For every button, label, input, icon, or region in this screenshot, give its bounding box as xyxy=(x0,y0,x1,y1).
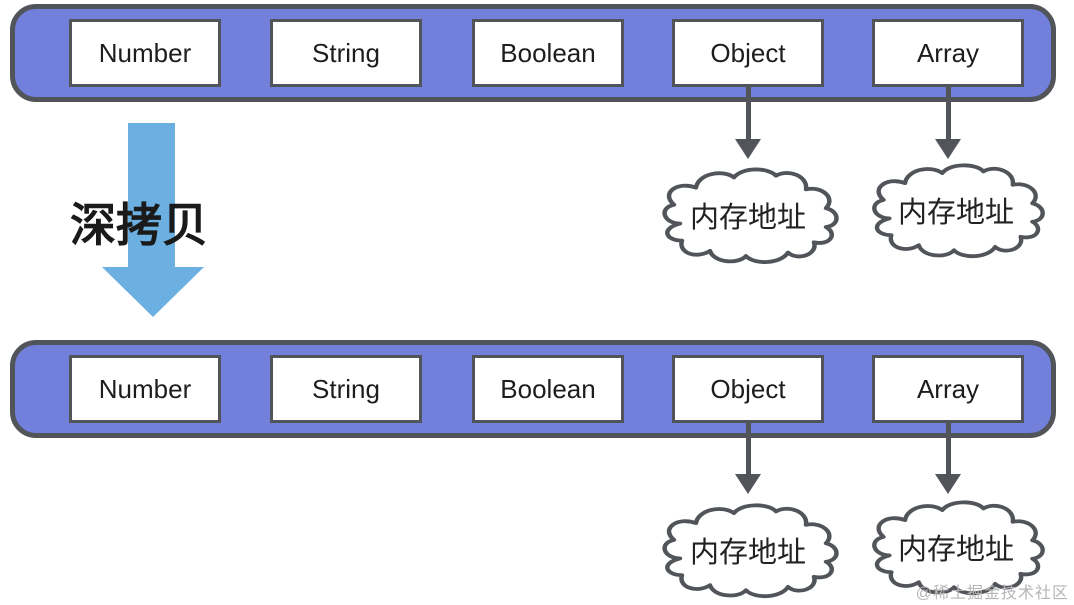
connector-line xyxy=(945,87,951,139)
type-box-label: Boolean xyxy=(500,37,596,68)
connector-array-bottom xyxy=(935,422,961,494)
type-box-number-top: Number xyxy=(69,19,221,87)
memory-cloud-label: 内存地址 xyxy=(897,534,1014,566)
type-box-label: Array xyxy=(916,373,980,404)
type-box-label: String xyxy=(312,373,380,404)
deep-copy-label: 深拷贝 xyxy=(70,199,208,251)
arrowhead-icon xyxy=(735,474,761,494)
memory-cloud-array-bottom: 内存地址 xyxy=(860,495,1052,599)
cloud-icon xyxy=(662,167,839,264)
type-box-array-bottom: Array xyxy=(872,355,1024,423)
type-bar-copy: Number String Boolean Object Array xyxy=(10,340,1056,438)
memory-cloud-label: 内存地址 xyxy=(689,537,806,569)
arrowhead-icon xyxy=(935,474,961,494)
type-box-array-top: Array xyxy=(872,19,1024,87)
connector-object-bottom xyxy=(735,422,761,494)
cloud-icon xyxy=(662,503,839,599)
type-box-object-bottom: Object xyxy=(672,355,824,423)
type-box-string-bottom: String xyxy=(270,355,422,423)
memory-cloud-label: 内存地址 xyxy=(897,197,1014,229)
type-box-label: Array xyxy=(916,37,980,68)
type-box-boolean-bottom: Boolean xyxy=(472,355,624,423)
type-box-label: Boolean xyxy=(500,373,596,404)
deep-copy-arrow-shape xyxy=(102,123,204,317)
type-bar-source: Number String Boolean Object Array xyxy=(10,4,1056,102)
arrowhead-icon xyxy=(735,139,761,159)
type-box-number-bottom: Number xyxy=(69,355,221,423)
type-box-string-top: String xyxy=(270,19,422,87)
cloud-outline xyxy=(662,503,839,599)
memory-cloud-object-bottom: 内存地址 xyxy=(650,498,846,602)
cloud-outline xyxy=(872,163,1045,259)
cloud-icon xyxy=(872,163,1045,259)
connector-line xyxy=(945,422,951,474)
cloud-outline xyxy=(662,167,839,264)
connector-array-top xyxy=(935,87,961,159)
arrowhead-icon xyxy=(935,139,961,159)
type-box-label: Object xyxy=(710,373,786,404)
watermark: @稀土掘金技术社区 xyxy=(915,585,1069,602)
memory-cloud-array-top: 内存地址 xyxy=(860,158,1052,262)
type-box-label: Object xyxy=(710,37,786,68)
memory-cloud-label: 内存地址 xyxy=(689,202,806,234)
cloud-icon xyxy=(872,500,1045,596)
type-box-label: String xyxy=(312,37,380,68)
type-box-label: Number xyxy=(98,373,192,404)
connector-line xyxy=(745,422,751,474)
deep-copy-arrow-icon xyxy=(102,123,204,317)
type-box-boolean-top: Boolean xyxy=(472,19,624,87)
memory-cloud-object-top: 内存地址 xyxy=(650,162,846,268)
type-box-label: Number xyxy=(98,37,192,68)
connector-object-top xyxy=(735,87,761,159)
connector-line xyxy=(745,87,751,139)
type-box-object-top: Object xyxy=(672,19,824,87)
cloud-outline xyxy=(872,500,1045,596)
